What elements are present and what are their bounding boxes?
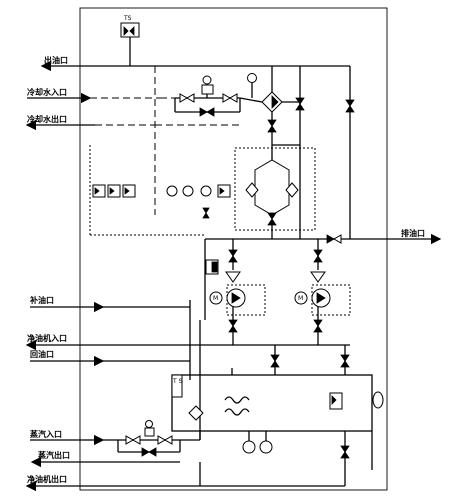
steam-inlet-label: 蒸汽入口 <box>30 429 62 439</box>
oil-return-label: 回油口 <box>30 349 54 359</box>
temperature-gauge-top <box>247 73 257 98</box>
pump-group-left: M <box>209 239 266 345</box>
riser-valve-mid <box>295 97 305 111</box>
svg-text:M: M <box>298 295 303 302</box>
level-switch-box <box>205 259 219 275</box>
svg-text:M: M <box>213 295 218 302</box>
port-oil-feed: 补油口 <box>29 295 190 313</box>
motor-left <box>209 291 223 305</box>
ts-top-label: TS <box>123 15 132 22</box>
port-oil-outlet: 出油口 <box>40 55 350 72</box>
drain-check-valve <box>326 234 342 244</box>
skid-frame <box>79 7 388 491</box>
riser-valve-right <box>345 99 355 113</box>
pump-group-right: M <box>294 239 351 345</box>
purifier-inlet-label: 净油机入口 <box>27 333 67 343</box>
steam-outlet-label: 蒸汽出口 <box>38 450 70 460</box>
oil-outlet-label: 出油口 <box>44 55 68 65</box>
temperature-switch-top: TS <box>120 15 140 66</box>
heat-exchanger <box>239 66 300 145</box>
port-purifier-inlet: 净油机入口 <box>25 333 200 351</box>
oil-feed-label: 补油口 <box>29 295 54 305</box>
drain-label: 排油口 <box>401 228 425 238</box>
tank-heaters <box>242 431 273 454</box>
oil-tank: T S <box>171 368 384 432</box>
port-cooling-water-outlet: 冷却水出口 <box>25 114 155 131</box>
ts-tank-label: T S <box>172 378 183 385</box>
cooling-water-inlet-label: 冷却水入口 <box>27 87 67 97</box>
port-purifier-outlet: 净油机出口 <box>25 474 200 492</box>
purifier-outlet-label: 净油机出口 <box>27 474 67 484</box>
steam-valve-group <box>117 420 201 457</box>
instrument-cluster <box>89 145 231 236</box>
cooling-water-valve-group <box>174 75 241 117</box>
duplex-filter <box>234 144 316 239</box>
port-steam-outlet: 蒸汽出口 <box>30 450 180 468</box>
cooling-water-outlet-label: 冷却水出口 <box>27 114 67 124</box>
port-oil-return: 回油口 <box>30 349 190 367</box>
port-cooling-water-inlet: 冷却水入口 <box>27 87 160 104</box>
motor-right <box>294 291 308 305</box>
port-steam-inlet: 蒸汽入口 <box>30 429 200 446</box>
